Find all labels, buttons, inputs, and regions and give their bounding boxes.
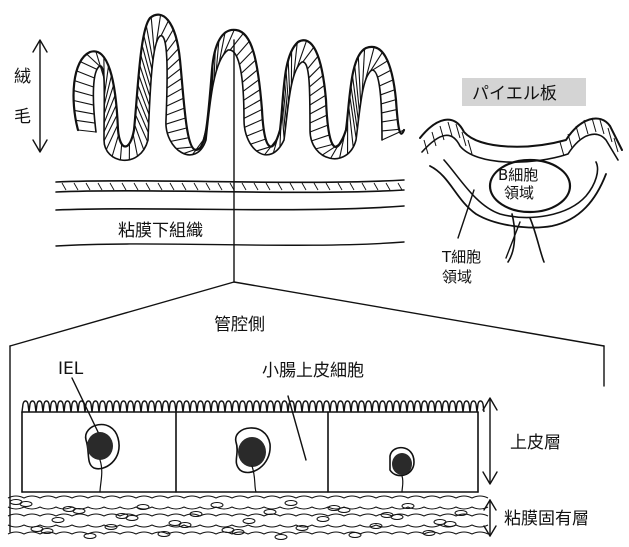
lamina-propria-label: 粘膜固有層 xyxy=(504,509,589,529)
b-cell-label-1: B細胞 xyxy=(498,166,538,184)
iel-nucleus-3 xyxy=(392,453,412,475)
iel-nucleus-2 xyxy=(238,437,266,467)
lumen-side-label: 管腔側 xyxy=(214,315,265,335)
villus-label-2: 毛 xyxy=(14,107,31,127)
iel-nucleus-1 xyxy=(87,432,113,460)
epithelium-drawing xyxy=(8,378,488,540)
epithelium-arrow xyxy=(483,398,497,484)
submucosa-label: 粘膜下組織 xyxy=(118,221,203,241)
b-cell-label-2: 領域 xyxy=(504,184,534,202)
peyer-patch-label: パイエル板 xyxy=(472,84,557,104)
epithelium-label: 上皮層 xyxy=(510,433,561,453)
villi-drawing xyxy=(56,15,404,282)
villus-label-1: 絨 xyxy=(14,67,31,87)
villus-arrow xyxy=(33,40,47,152)
t-cell-label-2: 領域 xyxy=(442,268,472,286)
t-cell-label-1: T細胞 xyxy=(441,248,481,266)
enterocyte-label: 小腸上皮細胞 xyxy=(262,361,364,381)
iel-label: IEL xyxy=(58,359,84,379)
lamina-propria-arrow xyxy=(484,500,496,536)
